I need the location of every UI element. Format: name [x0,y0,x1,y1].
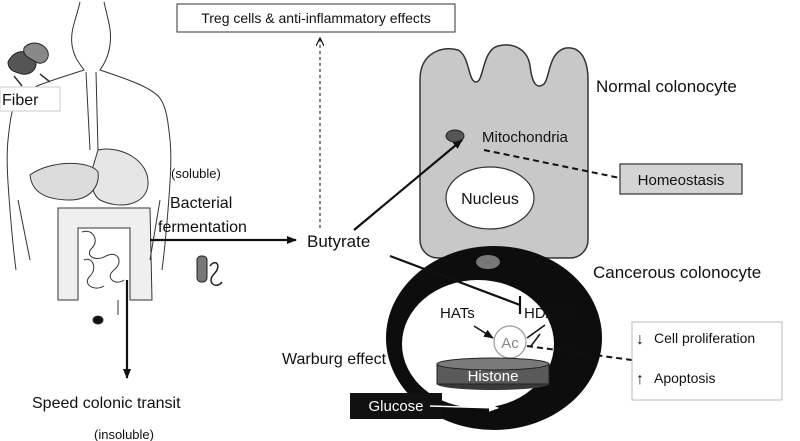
cell-proliferation-label: Cell proliferation [654,330,755,346]
human-body-illustration [6,1,172,325]
fiber-label-box: Fiber [0,86,61,112]
hats-label: HATs [440,305,475,322]
mitochondria-homeostasis-link [483,149,621,179]
outcomes-box: ↓ Cell proliferation ↑ Apoptosis [631,321,783,401]
hdacs-ac-bar [530,333,541,347]
normal-colonocyte-label: Normal colonocyte [596,77,737,96]
treg-box: Treg cells & anti-inflammatory effects [176,3,456,33]
nucleus-label: Nucleus [461,191,519,208]
vegetables-icon [7,42,51,87]
butyrate-label: Butyrate [307,232,370,251]
acetyl-group: Ac [493,325,527,359]
normal-colonocyte-cell: Nucleus Mitochondria [419,44,589,259]
anus [92,315,104,325]
fiber-label: Fiber [2,92,39,109]
homeostasis-box: Homeostasis [619,163,743,195]
small-intestine [81,230,125,289]
histone-label: Histone [468,368,519,385]
butyrate-inhibits-hdacs [389,254,521,307]
hdacs-ac-link [526,324,546,339]
hats-to-ac-arrow [473,325,494,339]
apoptosis-label: Apoptosis [654,370,715,386]
cancer-mitochondria-shape [476,255,500,269]
ac-label: Ac [501,335,519,352]
up-arrow-symbol: ↑ [636,371,644,388]
ac-to-outcomes-link [526,345,633,361]
liver [29,162,99,201]
cancerous-colonocyte-label: Cancerous colonocyte [593,263,761,282]
warburg-label: Warburg effect [282,351,387,368]
large-intestine [57,207,153,301]
fermentation-label: fermentation [158,219,247,236]
histone: Histone [436,357,550,390]
butyrate-to-mitochondria-arrow [353,139,463,231]
nucleus-shape [445,166,535,230]
stomach [90,148,149,206]
bacterial-label: Bacterial [170,195,232,212]
insoluble-label: (insoluble) [94,427,154,441]
soluble-label: (soluble) [171,166,221,181]
glucose-label: Glucose [368,398,423,415]
treg-label: Treg cells & anti-inflammatory effects [201,10,431,26]
mitochondria-label: Mitochondria [482,129,569,146]
speed-transit-label: Speed colonic transit [32,395,181,412]
hdacs-label: HDACs [524,305,574,322]
down-arrow-symbol: ↓ [636,331,644,348]
bacteria-icon [196,255,223,286]
homeostasis-label: Homeostasis [638,172,725,189]
glucose-arrow [429,403,499,412]
glucose-box: Glucose [350,393,442,419]
